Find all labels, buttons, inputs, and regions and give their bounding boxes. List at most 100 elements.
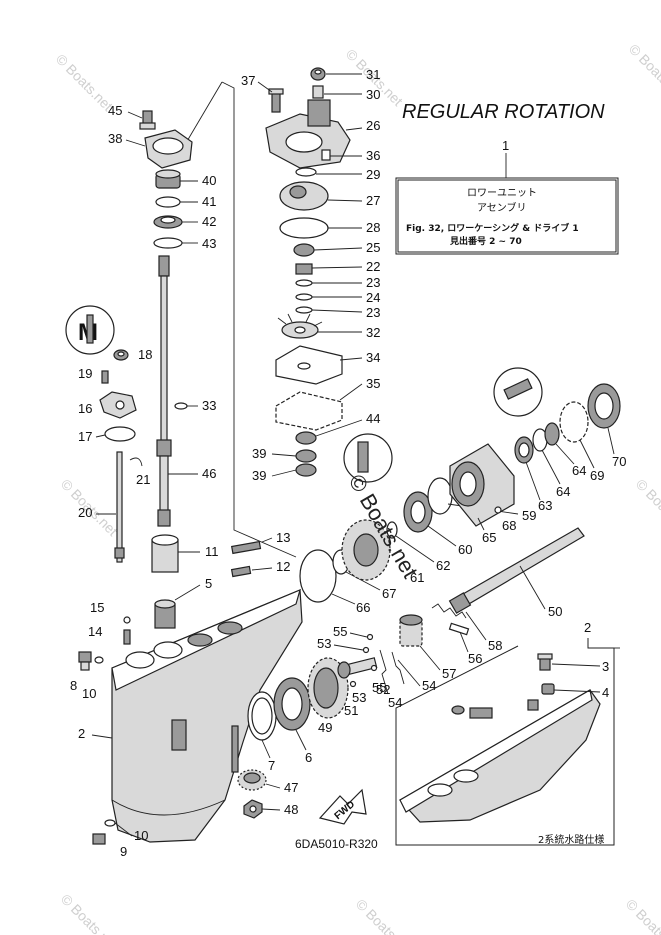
part-label-57: 57 (442, 666, 456, 681)
part-30-grommet (312, 85, 324, 99)
part-label-19: 19 (78, 366, 92, 381)
part-label-6: 6 (305, 750, 312, 765)
part-47-gear (237, 769, 267, 791)
part-label-2-inset: 2 (584, 620, 591, 635)
part-label-47: 47 (284, 780, 298, 795)
part-label-39-b: 39 (252, 468, 266, 483)
part-label-64: 64 (556, 484, 570, 499)
info-box-inner (397, 179, 617, 253)
part-53-ball-b (349, 680, 357, 688)
part-40-bearing (155, 169, 181, 189)
part-3-screw (537, 653, 553, 671)
part-6-bearing (273, 677, 311, 731)
part-label-59: 59 (522, 508, 536, 523)
part-18-nut (113, 349, 129, 361)
part-label-69: 69 (590, 468, 604, 483)
part-label-23-b: 23 (366, 305, 380, 320)
part-34-plate (275, 345, 343, 385)
part-label-8: 8 (70, 678, 77, 693)
part-label-63: 63 (538, 498, 552, 513)
part-label-30: 30 (366, 87, 380, 102)
part-label-14: 14 (88, 624, 102, 639)
part-label-53: 53 (317, 636, 331, 651)
part-55-ball (366, 633, 374, 641)
part-label-2: 2 (78, 726, 85, 741)
part-label-31: 31 (366, 67, 380, 82)
part-31-grommet (310, 67, 326, 81)
part-5-bush (154, 599, 176, 629)
part-64-seal-b (544, 422, 560, 446)
watermark-faint: © Boats.net (633, 476, 661, 539)
part-37-bolt (268, 88, 284, 113)
part-label-46: 46 (202, 466, 216, 481)
part-13-key (230, 540, 262, 555)
part-label-43: 43 (202, 236, 216, 251)
info-box-line2: アセンブリ (477, 201, 527, 214)
part-label-48: 48 (284, 802, 298, 817)
part-label-64-b: 64 (572, 463, 586, 478)
info-box-line3: Fig. 32, ロワーケーシング & ドライブ 1 (406, 222, 579, 234)
part-label-11: 11 (205, 544, 219, 559)
part-32-impeller (277, 313, 323, 339)
part-label-7: 7 (268, 758, 275, 773)
part-label-9: 9 (120, 844, 127, 859)
watermark-faint: © Boats.net (58, 891, 121, 935)
part-label-20: 20 (78, 505, 92, 520)
part-label-51: 51 (344, 703, 358, 718)
part-19-bolt (101, 370, 109, 384)
part-23-washer-b (295, 306, 313, 314)
part-55-ball-b (370, 664, 378, 672)
part-label-67: 67 (382, 586, 396, 601)
inset-m-callout: M (65, 305, 115, 355)
part-50-propshaft (448, 527, 585, 614)
part-label-55: 55 (333, 624, 347, 639)
part-label-33: 33 (202, 398, 216, 413)
part-56-pin (448, 622, 470, 636)
info-box-line4: 見出番号 2 ~ 70 (449, 235, 522, 247)
part-35-gasket (275, 391, 343, 431)
info-box (395, 177, 619, 255)
part-59-oring (427, 477, 453, 515)
part-54-spring (391, 651, 405, 685)
part-label-38: 38 (108, 131, 122, 146)
part-label-60: 60 (458, 542, 472, 557)
part-42-seal (153, 215, 183, 229)
part-label-13: 13 (276, 530, 290, 545)
watermark-faint: © Boats.net (626, 41, 661, 104)
part-14-pin (123, 629, 131, 645)
part-48-nut (243, 799, 263, 819)
part-11-sleeve (151, 534, 179, 573)
diagram-title: REGULAR ROTATION (402, 101, 605, 123)
part-12-key (230, 565, 252, 578)
part-label-34: 34 (366, 350, 380, 365)
part-label-29: 29 (366, 167, 380, 182)
part-label-5: 5 (205, 576, 212, 591)
watermark-faint: © Boats.net (353, 896, 416, 935)
part-25-seal (293, 243, 315, 257)
part-label-61: 61 (410, 570, 424, 585)
part-9-plug (92, 833, 106, 845)
part-39-bearing (295, 449, 317, 477)
part-52-spring (379, 649, 389, 695)
part-label-36: 36 (366, 148, 380, 163)
part-label-10-b: 10 (134, 828, 148, 843)
part-46-driveshaft (156, 255, 172, 527)
part-8-plug (78, 651, 92, 671)
part-28-gasket (279, 217, 329, 239)
part-label-56: 56 (468, 651, 482, 666)
part-label-32: 32 (366, 325, 380, 340)
part-label-50: 50 (548, 604, 562, 619)
part-65-bearing-housing (449, 443, 515, 527)
part-label-21: 21 (136, 472, 150, 487)
watermark-faint: © Boats.net (53, 51, 116, 114)
part-53-ball (362, 646, 370, 654)
part-label-40: 40 (202, 173, 216, 188)
part-43-oring (153, 237, 183, 249)
part-57-clutch (399, 614, 423, 647)
part-label-26: 26 (366, 118, 380, 133)
part-label-22: 22 (366, 259, 380, 274)
part-16-lever (99, 391, 137, 419)
part-label-24: 24 (366, 290, 380, 305)
